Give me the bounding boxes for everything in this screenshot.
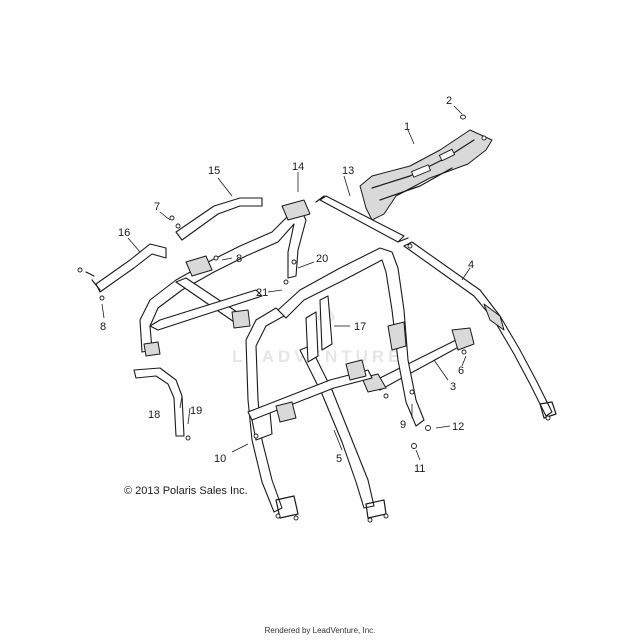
part-2-screw[interactable]: [460, 114, 466, 120]
callout-21[interactable]: 21: [256, 287, 268, 299]
callout-6[interactable]: 6: [458, 365, 464, 377]
callout-9[interactable]: 9: [400, 419, 406, 431]
callout-2[interactable]: 2: [446, 95, 452, 107]
lower-cross-brace[interactable]: [247, 359, 373, 423]
callout-7[interactable]: 7: [154, 201, 160, 213]
callout-8-upper[interactable]: 8: [236, 253, 242, 265]
part-16-side-handle[interactable]: [85, 243, 167, 293]
callout-14[interactable]: 14: [292, 161, 304, 173]
callout-4[interactable]: 4: [468, 259, 474, 271]
part-13-cross-tube[interactable]: [315, 195, 409, 243]
callout-1[interactable]: 1: [404, 121, 410, 133]
rendered-by-footer: Rendered by LeadVenture, Inc.: [264, 626, 376, 635]
callout-8-lower[interactable]: 8: [100, 321, 106, 333]
part-17-bracket[interactable]: [305, 295, 333, 363]
callout-13[interactable]: 13: [342, 165, 354, 177]
callout-5[interactable]: 5: [336, 453, 342, 465]
callout-leaders: [101, 105, 471, 461]
callout-12[interactable]: 12: [452, 421, 464, 433]
callout-labels: 1 2 3 4 5 6 7 8 8 9 10 11 12 13 14 15 16…: [100, 95, 474, 475]
part-10-left-main-hoop[interactable]: [245, 307, 299, 519]
part-1-roof-console[interactable]: [359, 129, 493, 221]
part-15-grab-handle[interactable]: [175, 197, 263, 241]
callout-11[interactable]: 11: [414, 463, 425, 475]
callout-15[interactable]: 15: [208, 165, 220, 177]
callout-19[interactable]: 19: [190, 405, 202, 417]
copyright-notice: © 2013 Polaris Sales Inc.: [124, 485, 248, 497]
callout-3[interactable]: 3: [450, 381, 456, 393]
callout-10[interactable]: 10: [214, 453, 226, 465]
part-4-rear-hoop[interactable]: [403, 241, 557, 419]
part-18-side-bar[interactable]: [133, 367, 185, 437]
part-14-front-hoop[interactable]: [139, 199, 311, 357]
callout-20[interactable]: 20: [316, 253, 328, 265]
callout-16[interactable]: 16: [118, 227, 130, 239]
callout-18[interactable]: 18: [148, 409, 160, 421]
callout-17[interactable]: 17: [354, 321, 366, 333]
hardware-fasteners: [77, 135, 551, 523]
